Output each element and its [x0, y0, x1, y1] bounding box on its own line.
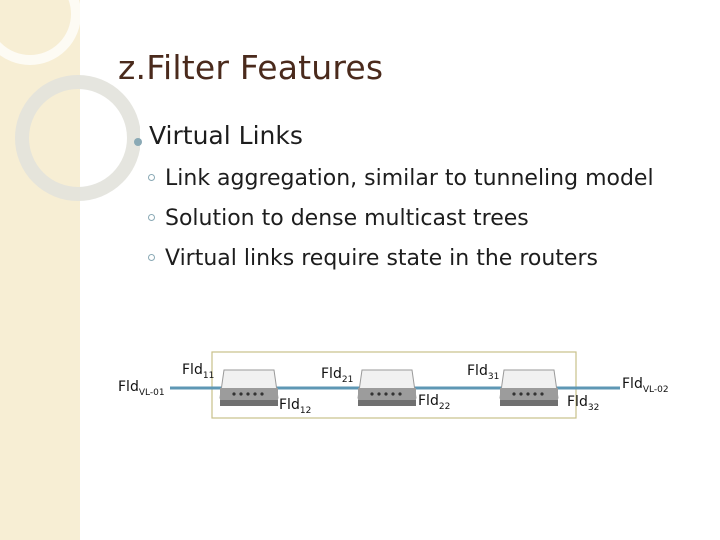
label-fld-22: Fld22 — [418, 393, 450, 412]
label-fld-21: Fld21 — [321, 366, 353, 385]
label-fld-12: Fld12 — [279, 397, 311, 416]
router-icon — [500, 370, 558, 406]
router-icon — [358, 370, 416, 406]
label-fld-31: Fld31 — [467, 363, 499, 382]
label-fld-11: Fld11 — [182, 362, 214, 381]
label-fld-vl-02: FldVL-02 — [622, 376, 669, 395]
router-icon — [220, 370, 278, 406]
label-fld-vl-01: FldVL-01 — [118, 379, 165, 398]
label-fld-32: Fld32 — [567, 394, 599, 413]
